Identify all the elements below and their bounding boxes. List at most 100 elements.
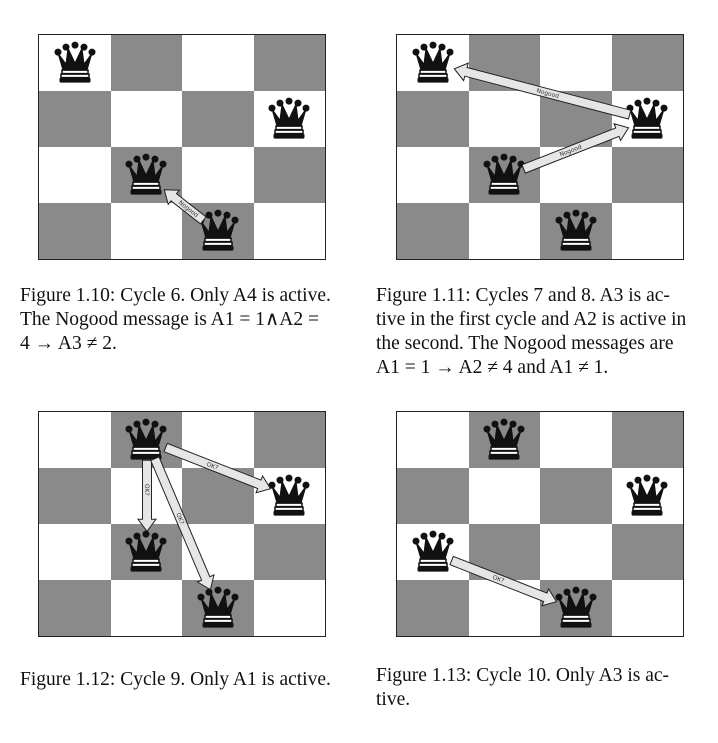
board-fig-1-13: OK? [396, 411, 684, 637]
board-square [540, 147, 612, 203]
board-square [540, 580, 612, 636]
queen-a2 [254, 91, 326, 147]
board-square [110, 91, 182, 147]
caption-line: the second. The Nogood messages are [376, 333, 674, 354]
caption-line: tive. [376, 689, 411, 710]
board-square [182, 468, 254, 524]
board-square [39, 468, 111, 524]
board-square [611, 524, 683, 580]
board-square [540, 203, 612, 259]
board-square [397, 412, 469, 468]
queen-icon [268, 97, 310, 139]
board-square [110, 147, 182, 203]
queen-a4 [540, 580, 612, 636]
board-square [611, 412, 683, 468]
board-square [182, 580, 254, 636]
board-square [253, 35, 325, 91]
queen-icon [555, 586, 597, 628]
queen-a2 [612, 91, 684, 147]
board-square [468, 580, 540, 636]
board-square [397, 91, 469, 147]
queen-icon [125, 153, 167, 195]
board-square [468, 468, 540, 524]
board-square [182, 412, 254, 468]
board-square [110, 580, 182, 636]
caption-line: Figure 1.10: Cycle 6. Only A4 is active. [20, 285, 331, 306]
board-square [110, 35, 182, 91]
board-square [397, 580, 469, 636]
queen-a1 [397, 35, 469, 91]
board-square [611, 35, 683, 91]
queen-icon [483, 418, 525, 460]
board-square [253, 524, 325, 580]
board-square [253, 412, 325, 468]
queen-a1 [39, 35, 111, 91]
board-square [39, 91, 111, 147]
board-square [39, 147, 111, 203]
caption-fig-1-10: Figure 1.10: Cycle 6. Only A4 is active.… [20, 284, 356, 356]
board-square [253, 580, 325, 636]
queen-icon [125, 418, 167, 460]
queen-icon [626, 97, 668, 139]
board-square [182, 203, 254, 259]
board-square [39, 35, 111, 91]
board-square [110, 412, 182, 468]
caption-line: Figure 1.11: Cycles 7 and 8. A3 is ac- [376, 285, 670, 306]
caption-line: The Nogood message is A1 = 1∧A2 = [20, 309, 319, 330]
board-square [611, 147, 683, 203]
board-square [468, 91, 540, 147]
board-square [182, 35, 254, 91]
caption-line: Figure 1.13: Cycle 10. Only A3 is ac- [376, 665, 670, 686]
queen-icon [268, 474, 310, 516]
board-square [540, 524, 612, 580]
board-square [39, 580, 111, 636]
caption-fig-1-12: Figure 1.12: Cycle 9. Only A1 is active. [20, 668, 356, 692]
queen-a2 [612, 468, 684, 524]
board-square [611, 468, 684, 524]
queen-a4 [540, 203, 612, 259]
board-fig-1-12: OK?OK?OK? [38, 411, 326, 637]
board-square [611, 203, 683, 259]
board-square [110, 524, 183, 580]
board-square [468, 35, 540, 91]
board-square [253, 91, 326, 147]
caption-line: 4 → A3 ≠ 2. [20, 333, 117, 354]
board-square [39, 412, 111, 468]
caption-fig-1-13: Figure 1.13: Cycle 10. Only A3 is ac- ti… [376, 664, 708, 712]
board-square [182, 91, 254, 147]
board-square [39, 524, 111, 580]
caption-line: Figure 1.12: Cycle 9. Only A1 is active. [20, 669, 331, 690]
board-square [397, 147, 469, 203]
queen-icon [555, 209, 597, 251]
queen-icon [412, 530, 454, 572]
board-square [182, 524, 254, 580]
queen-icon [125, 530, 167, 572]
board-square [540, 91, 612, 147]
queen-a1 [469, 412, 541, 468]
board-square [253, 203, 325, 259]
queen-icon [54, 41, 96, 83]
queen-icon [626, 474, 668, 516]
queen-a4 [182, 203, 254, 259]
caption-line: tive in the first cycle and A2 is active… [376, 309, 687, 330]
board-square [110, 203, 182, 259]
board-fig-1-10: Nogood [38, 34, 326, 260]
board-square [253, 147, 325, 203]
board-square [468, 147, 541, 203]
caption-line: A1 = 1 → A2 ≠ 4 and A1 ≠ 1. [376, 357, 609, 378]
queen-a3 [111, 524, 183, 580]
board-square [540, 35, 612, 91]
queen-a2 [254, 468, 326, 524]
board-square [253, 468, 326, 524]
board-square [540, 412, 612, 468]
board-square [468, 412, 541, 468]
board-square [611, 91, 684, 147]
queen-icon [483, 153, 525, 195]
queen-a4 [182, 580, 254, 636]
board-square [540, 468, 612, 524]
board-square [39, 203, 111, 259]
board-square [110, 468, 182, 524]
queen-a3 [397, 524, 469, 580]
queen-a3 [469, 147, 541, 203]
board-square [397, 203, 469, 259]
